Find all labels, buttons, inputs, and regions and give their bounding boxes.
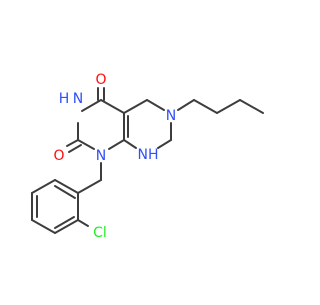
- bond-c3p-c4p: [239, 99, 264, 114]
- bond-c2p-c3p: [216, 99, 241, 114]
- atom-label-o4: O: [95, 72, 106, 88]
- atom-label-cl: Cl: [93, 225, 107, 241]
- bond-n8-c8a: [123, 139, 137, 149]
- atom-label-n6: N: [166, 108, 176, 124]
- bond-c4-n3: [81, 99, 102, 112]
- bond-c8a-n1: [108, 139, 125, 150]
- molecule-drawing: O N H O N N NH Cl: [31, 72, 264, 241]
- bond-ring-2: [31, 179, 56, 194]
- atom-label-o2: O: [53, 148, 64, 164]
- bonds: [31, 87, 264, 234]
- bond-n1-c2: [77, 139, 95, 150]
- bond-c2-o2-double: [68, 144, 82, 153]
- bond-ch2-cipso: [77, 179, 102, 194]
- bond-c4a-c5: [123, 99, 148, 114]
- bond-c4-c4a: [100, 99, 125, 114]
- bond-c7-n8: [157, 139, 172, 149]
- atom-label-nh8: NH: [138, 147, 159, 163]
- bond-ring-1-inner: [54, 185, 76, 199]
- bond-n6-c1p: [177, 99, 195, 111]
- bond-c2-o2: [66, 139, 79, 147]
- atom-label-h3: H: [59, 91, 70, 107]
- bond-c1p-c2p: [193, 99, 218, 114]
- bond-c5-n6: [146, 99, 165, 111]
- bond-ring-cl: [77, 219, 89, 227]
- bond-ring-1: [54, 179, 79, 194]
- structure-canvas: O N H O N N NH Cl: [31, 72, 264, 241]
- atom-labels: O N H O N N NH Cl: [53, 72, 176, 241]
- bond-ring-5-inner: [54, 216, 75, 229]
- bond-ring-5: [54, 219, 79, 234]
- bond-ring-4: [31, 219, 56, 234]
- atom-label-n3: N: [73, 91, 83, 107]
- atom-label-n1: N: [96, 148, 106, 164]
